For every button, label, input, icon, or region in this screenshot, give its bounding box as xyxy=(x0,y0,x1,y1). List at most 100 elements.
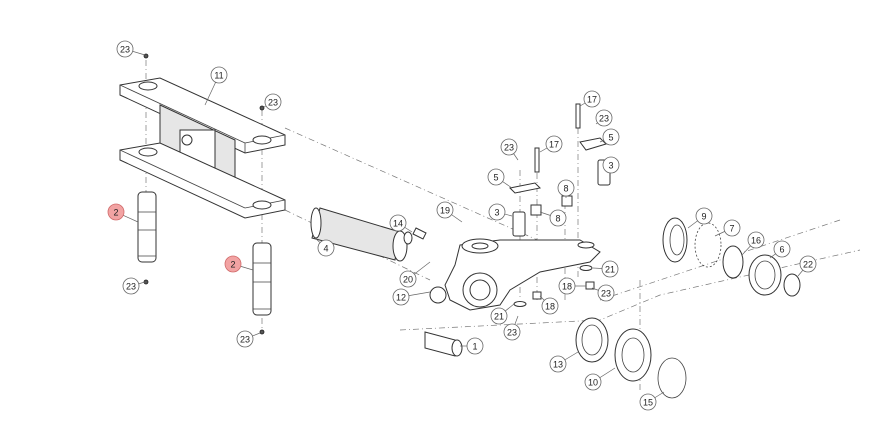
callout-circle xyxy=(601,260,619,278)
callout[interactable]: 18 xyxy=(539,295,559,315)
callout-highlighted[interactable]: 2 xyxy=(224,255,254,273)
callout-circle xyxy=(490,307,508,325)
bracket-frame-part xyxy=(119,77,286,219)
callout[interactable]: 23 xyxy=(263,93,282,111)
callout[interactable]: 3 xyxy=(602,156,620,174)
callout-circle xyxy=(122,277,140,295)
callout-circle xyxy=(595,109,613,127)
callout-number: 8 xyxy=(555,214,560,224)
callout[interactable]: 23 xyxy=(116,40,146,58)
callout[interactable]: 23 xyxy=(122,277,146,295)
callout-circle xyxy=(436,201,454,219)
callout[interactable]: 23 xyxy=(236,330,261,348)
callout-number: 5 xyxy=(608,133,613,143)
callout[interactable]: 1 xyxy=(460,337,484,355)
callout[interactable]: 8 xyxy=(539,209,567,227)
callout-circle xyxy=(773,240,791,258)
callout-number: 17 xyxy=(549,140,559,150)
callout[interactable]: 7 xyxy=(714,219,741,237)
callout-number: 18 xyxy=(562,282,572,292)
callout-number: 19 xyxy=(440,206,450,216)
callout-number: 17 xyxy=(587,95,597,105)
callout-number: 23 xyxy=(601,289,611,299)
callout-number: 11 xyxy=(214,71,223,81)
callout[interactable]: 19 xyxy=(436,201,463,223)
callout[interactable]: 12 xyxy=(392,288,431,306)
callout-number: 9 xyxy=(701,212,706,222)
callout[interactable]: 18 xyxy=(558,277,586,295)
callout-number: 4 xyxy=(323,244,328,254)
callout-circle xyxy=(597,284,615,302)
callout[interactable]: 14 xyxy=(389,214,413,233)
callout-number: 23 xyxy=(126,282,136,292)
callout-circle xyxy=(107,203,125,221)
callout[interactable]: 23 xyxy=(591,284,615,302)
callout[interactable]: 4 xyxy=(314,237,335,257)
callout-circle xyxy=(747,231,765,249)
callout[interactable]: 6 xyxy=(769,240,791,259)
callout-number: 22 xyxy=(803,260,813,270)
callout-number: 12 xyxy=(396,293,406,303)
callout-circle xyxy=(224,255,242,273)
callout[interactable]: 23 xyxy=(500,138,519,161)
bolt-part xyxy=(424,331,463,357)
callout-circle xyxy=(116,40,134,58)
callout-circle xyxy=(236,330,254,348)
callout-number: 23 xyxy=(120,45,130,55)
callout-circle xyxy=(602,156,620,174)
callout-circle xyxy=(210,66,228,84)
callout-circle xyxy=(488,203,506,221)
callout-circle xyxy=(723,219,741,237)
callout-number: 23 xyxy=(240,335,250,345)
callout[interactable]: 9 xyxy=(687,207,713,229)
callout-number: 3 xyxy=(608,161,613,171)
callout[interactable]: 8 xyxy=(557,179,575,198)
callout[interactable]: 23 xyxy=(595,109,613,127)
callout-circle xyxy=(583,90,601,108)
callout[interactable]: 3 xyxy=(488,203,513,221)
callout-circle xyxy=(639,393,657,411)
callout-number: 2 xyxy=(230,260,235,270)
callout-number: 23 xyxy=(504,143,514,153)
callout-circle xyxy=(557,179,575,197)
callout-circle xyxy=(799,255,817,273)
callout[interactable]: 17 xyxy=(579,90,601,108)
callout[interactable]: 20 xyxy=(399,261,431,288)
callout-circle xyxy=(392,288,410,306)
callout-circle xyxy=(264,93,282,111)
callout-circle xyxy=(549,209,567,227)
callout[interactable]: 15 xyxy=(639,391,665,411)
callout-number: 23 xyxy=(507,328,517,338)
callout-highlighted[interactable]: 2 xyxy=(107,203,139,223)
pin-part xyxy=(137,53,272,335)
knuckle-body-part xyxy=(429,238,601,311)
callout[interactable]: 21 xyxy=(490,303,515,325)
callout[interactable]: 11 xyxy=(204,66,228,106)
callout-circle xyxy=(466,337,484,355)
callout[interactable]: 23 xyxy=(503,315,521,341)
callout-circle xyxy=(695,207,713,225)
bearing-set xyxy=(575,217,801,399)
callout-circle xyxy=(389,214,407,232)
callout[interactable]: 22 xyxy=(797,255,817,277)
callout-number: 14 xyxy=(393,219,403,229)
callout-circle xyxy=(487,168,505,186)
callout[interactable]: 5 xyxy=(487,168,513,189)
callout[interactable]: 21 xyxy=(592,260,619,278)
callout-number: 6 xyxy=(779,245,784,255)
callout[interactable]: 5 xyxy=(599,128,620,146)
callout-number: 2 xyxy=(113,208,118,218)
callout-number: 23 xyxy=(599,114,609,124)
callout-number: 5 xyxy=(493,173,498,183)
callout-number: 15 xyxy=(643,398,653,408)
callout-circle xyxy=(317,239,335,257)
callout[interactable]: 10 xyxy=(584,367,616,391)
callout[interactable]: 13 xyxy=(549,351,579,373)
callout-number: 13 xyxy=(553,360,563,370)
callout[interactable]: 17 xyxy=(539,135,563,153)
callout[interactable]: 16 xyxy=(741,231,765,256)
callout-number: 21 xyxy=(494,312,504,322)
callout-number: 18 xyxy=(545,302,555,312)
callout-number: 8 xyxy=(563,184,568,194)
